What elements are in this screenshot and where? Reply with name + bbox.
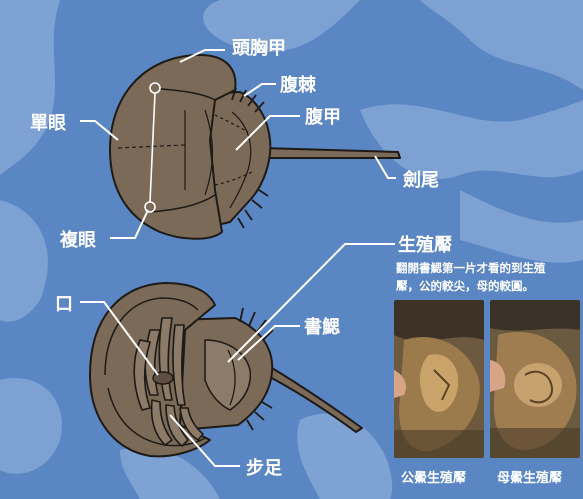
label-simple-eye: 單眼: [30, 109, 66, 135]
note-line-1: 翻開書鰓第一片才看的到生殖: [396, 259, 546, 277]
male-genital-photo: [394, 300, 484, 458]
label-compound-eye: 複眼: [60, 226, 96, 252]
note-line-2: 厴，公的較尖，母的較圓。: [396, 277, 534, 295]
crab-top-view: [110, 55, 400, 239]
caption-female: 母鱟生殖厴: [497, 467, 562, 486]
label-book-gill: 書鰓: [304, 313, 340, 339]
label-mouth: 口: [55, 290, 73, 316]
label-genital-operculum: 生殖厴: [398, 231, 452, 257]
caption-male: 公鱟生殖厴: [401, 467, 466, 486]
telson-shape: [262, 148, 400, 158]
label-opisthosoma-spines: 腹棘: [280, 71, 316, 97]
label-carapace: 頭胸甲: [232, 34, 286, 60]
label-walking-legs: 步足: [246, 454, 282, 480]
label-telson: 劍尾: [403, 166, 439, 192]
female-genital-photo: [490, 300, 580, 458]
compound-eye-top-icon: [150, 83, 160, 93]
label-opisthosoma: 腹甲: [305, 103, 341, 129]
